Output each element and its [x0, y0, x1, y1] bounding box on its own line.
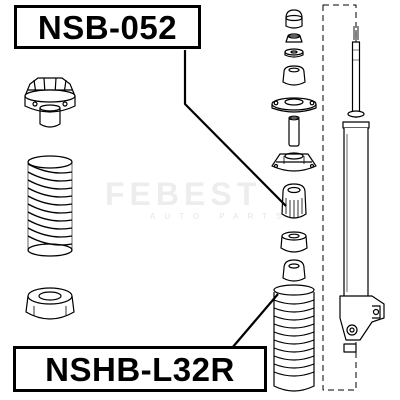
coil-spring-drawing	[27, 155, 73, 257]
collar-drawing	[288, 115, 300, 147]
shock-absorber-drawing	[339, 26, 385, 353]
upper-mount-drawing	[271, 152, 317, 172]
bearing-plate-drawing	[271, 97, 317, 113]
rubber-seat-drawing	[280, 231, 308, 253]
dust-boot-drawing	[273, 284, 315, 392]
bump-cap-drawing	[285, 9, 303, 29]
nut-drawing	[285, 33, 303, 43]
washer-drawing	[284, 48, 304, 58]
part-number-label-top: NSB-052	[14, 5, 201, 49]
rubber-bushing-drawing	[282, 65, 306, 86]
part-number-label-bottom: NSHB-L32R	[13, 346, 267, 392]
leader-line-top	[183, 50, 287, 207]
spring-seat-rubber-drawing	[25, 287, 75, 320]
leader-line-bottom	[231, 293, 279, 349]
bump-stop-drawing	[282, 259, 306, 282]
dashed-frame	[322, 4, 357, 391]
leader-lines	[183, 50, 287, 349]
shock-bushing-drawing	[281, 183, 307, 219]
strut-mount-drawing	[24, 77, 76, 128]
